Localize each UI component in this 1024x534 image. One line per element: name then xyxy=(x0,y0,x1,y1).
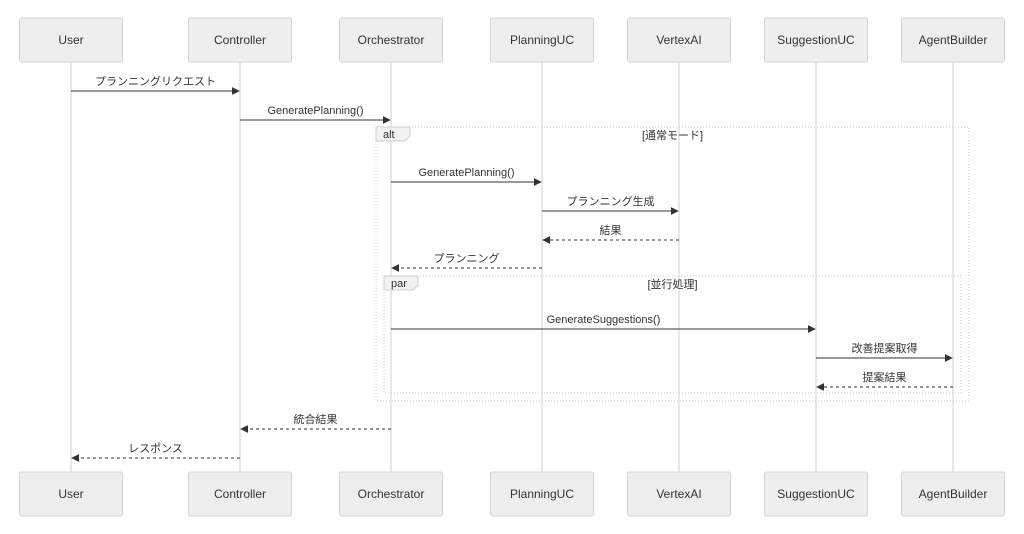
actor-top-agentbuilder[interactable]: AgentBuilder xyxy=(901,17,1005,63)
actor-bottom-orchestrator[interactable]: Orchestrator xyxy=(339,471,443,517)
actor-label: SuggestionUC xyxy=(777,487,855,501)
actor-box xyxy=(901,471,1005,517)
message-label: 統合結果 xyxy=(294,412,338,426)
message-9: 提案結果 xyxy=(816,370,953,391)
actor-label: VertexAI xyxy=(656,33,701,47)
actor-box xyxy=(490,17,594,63)
actor-label: SuggestionUC xyxy=(777,33,855,47)
message-label: プランニングリクエスト xyxy=(95,74,216,88)
actor-top-orchestrator[interactable]: Orchestrator xyxy=(339,17,443,63)
message-label: GeneratePlanning() xyxy=(418,167,514,179)
actor-bottom-agentbuilder[interactable]: AgentBuilder xyxy=(901,471,1005,517)
message-8: 改善提案取得 xyxy=(816,341,953,362)
message-label: プランニング生成 xyxy=(567,194,655,208)
message-label: GeneratePlanning() xyxy=(267,105,363,117)
fragment-keyword: alt xyxy=(383,129,395,141)
actor-box xyxy=(188,471,292,517)
fragment-tab xyxy=(383,275,419,291)
actor-label: Orchestrator xyxy=(358,487,425,501)
message-label: プランニング xyxy=(434,251,500,265)
actor-top-controller[interactable]: Controller xyxy=(188,17,292,63)
actor-top-suggestionuc[interactable]: SuggestionUC xyxy=(764,17,868,63)
fragment-condition: [通常モード] xyxy=(642,129,703,142)
actor-label: User xyxy=(58,487,83,501)
message-label: 結果 xyxy=(600,223,622,237)
actor-box xyxy=(188,17,292,63)
actor-label: User xyxy=(58,33,83,47)
actor-box xyxy=(627,471,731,517)
actor-label: AgentBuilder xyxy=(919,487,988,501)
message-11: レスポンス xyxy=(71,442,240,462)
actor-box xyxy=(627,17,731,63)
message-5: 結果 xyxy=(542,223,679,244)
message-label: レスポンス xyxy=(128,442,183,455)
actor-bottom-vertexai[interactable]: VertexAI xyxy=(627,471,731,517)
fragment-keyword: par xyxy=(391,278,407,290)
actor-box xyxy=(339,471,443,517)
fragment-par: par [並行処理] xyxy=(383,275,962,394)
actor-box xyxy=(901,17,1005,63)
fragment-frame xyxy=(383,275,962,394)
message-3: GeneratePlanning() xyxy=(391,167,542,186)
actor-bottom-user[interactable]: User xyxy=(19,471,123,517)
actor-box xyxy=(19,17,123,63)
actor-top-vertexai[interactable]: VertexAI xyxy=(627,17,731,63)
actor-box xyxy=(19,471,123,517)
actor-label: Orchestrator xyxy=(358,33,425,47)
message-10: 統合結果 xyxy=(240,412,391,433)
fragment-tab xyxy=(375,126,411,142)
message-label: 改善提案取得 xyxy=(852,341,918,355)
actor-label: PlanningUC xyxy=(510,33,574,47)
message-4: プランニング生成 xyxy=(542,194,679,215)
actor-label: AgentBuilder xyxy=(919,33,988,47)
message-2: GeneratePlanning() xyxy=(240,105,391,124)
actor-bottom-suggestionuc[interactable]: SuggestionUC xyxy=(764,471,868,517)
message-1: プランニングリクエスト xyxy=(71,74,240,95)
actor-top-user[interactable]: User xyxy=(19,17,123,63)
fragment-frame xyxy=(375,126,970,402)
actor-label: Controller xyxy=(214,33,266,47)
actor-top-planninguc[interactable]: PlanningUC xyxy=(490,17,594,63)
message-6: プランニング xyxy=(391,251,542,272)
actor-box xyxy=(339,17,443,63)
message-7: GenerateSuggestions() xyxy=(391,314,816,333)
actor-label: PlanningUC xyxy=(510,487,574,501)
message-label: GenerateSuggestions() xyxy=(547,314,661,326)
actor-box xyxy=(764,471,868,517)
actor-bottom-planninguc[interactable]: PlanningUC xyxy=(490,471,594,517)
actor-label: Controller xyxy=(214,487,266,501)
actor-label: VertexAI xyxy=(656,487,701,501)
fragment-condition: [並行処理] xyxy=(647,277,697,291)
fragment-alt: alt [通常モード] xyxy=(375,126,970,402)
actor-bottom-controller[interactable]: Controller xyxy=(188,471,292,517)
message-label: 提案結果 xyxy=(863,370,907,384)
actor-box xyxy=(490,471,594,517)
actor-box xyxy=(764,17,868,63)
